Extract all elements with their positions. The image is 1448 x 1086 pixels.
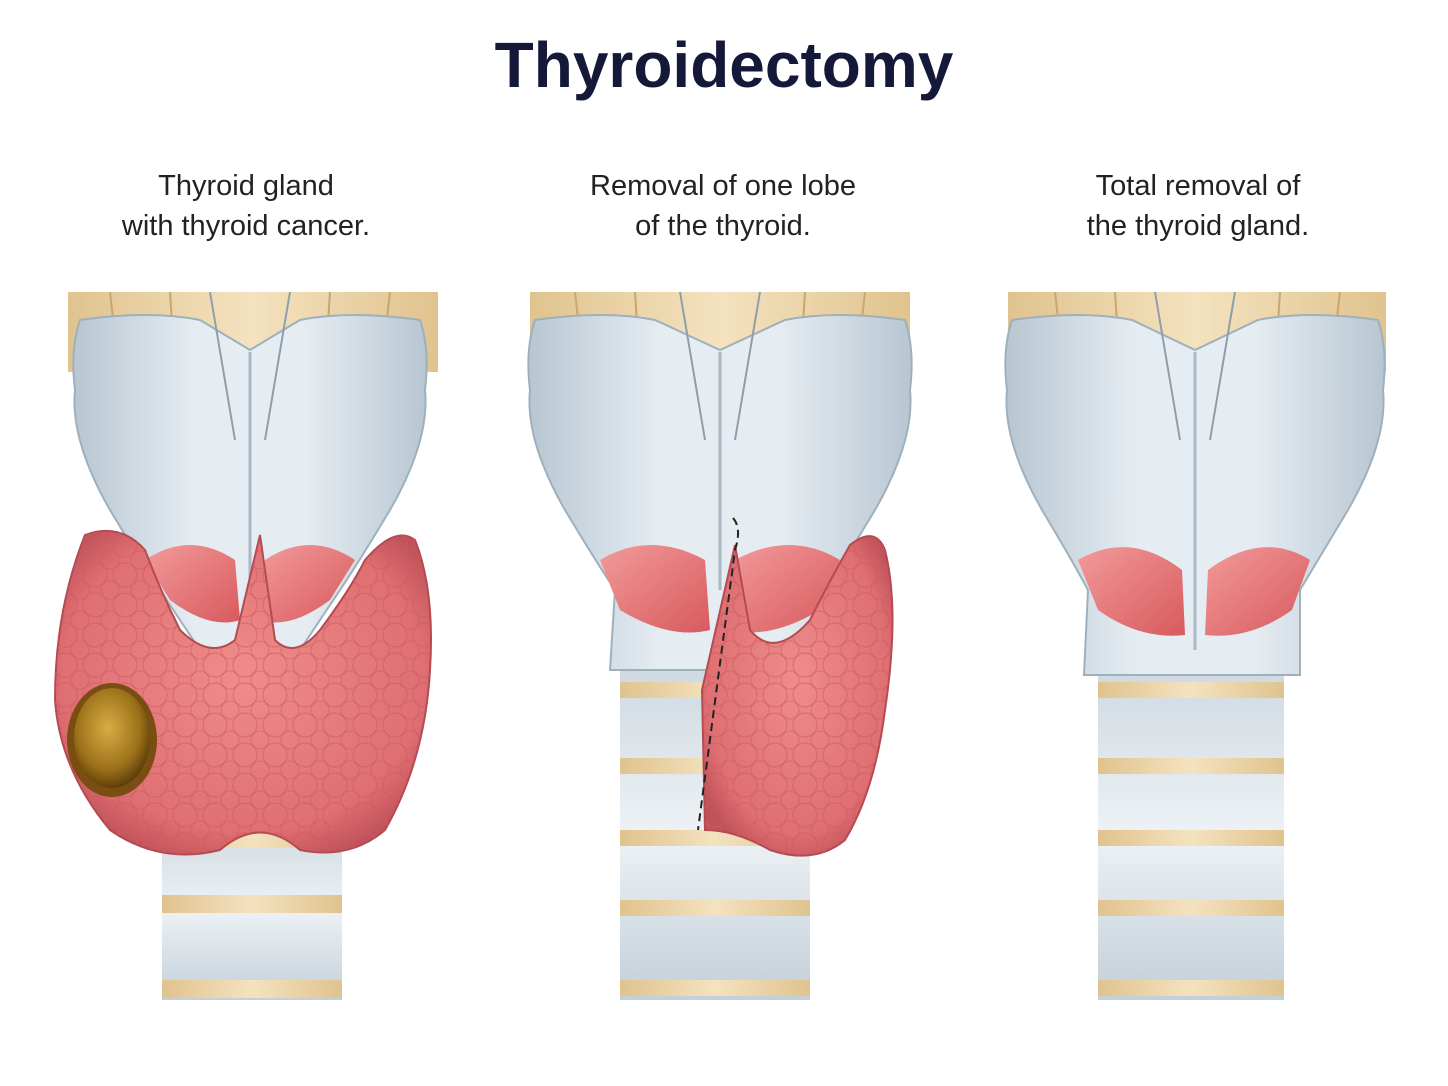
panel-lobectomy [520, 290, 920, 1005]
cricothyroid-muscles [600, 545, 840, 633]
tumor [67, 683, 157, 797]
caption-total: Total removal of the thyroid gland. [988, 166, 1408, 246]
larynx-lobectomy-illustration [527, 291, 913, 1000]
remaining-thyroid-lobe [700, 535, 894, 857]
cricothyroid-muscles [1078, 547, 1310, 636]
page-title: Thyroidectomy [494, 29, 954, 101]
caption-lobectomy-line-2: of the thyroid. [635, 210, 811, 242]
caption-total-line-2: the thyroid gland. [1086, 210, 1310, 242]
trachea [1098, 670, 1284, 1000]
caption-lobectomy: Removal of one lobe of the thyroid. [513, 166, 933, 246]
larynx-total-removal-illustration [1004, 291, 1386, 1000]
panel-thyroid-cancer [50, 290, 450, 1005]
incision-line [697, 517, 739, 831]
larynx-thyroid-cancer-illustration [53, 291, 438, 1000]
panel-total-thyroidectomy [1000, 290, 1400, 1005]
caption-cancer: Thyroid gland with thyroid cancer. [36, 166, 456, 246]
caption-cancer-line-1: Thyroid gland [158, 170, 334, 202]
thyroid-cartilage [1004, 291, 1386, 676]
caption-total-line-1: Total removal of [1095, 170, 1301, 202]
cricothyroid-muscles [145, 545, 355, 623]
thyroid-gland [53, 529, 432, 856]
caption-lobectomy-line-1: Removal of one lobe [590, 170, 856, 202]
caption-cancer-line-2: with thyroid cancer. [121, 210, 371, 242]
